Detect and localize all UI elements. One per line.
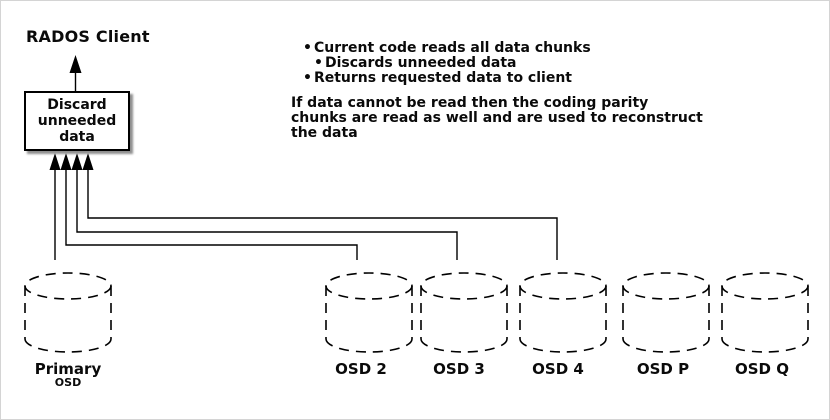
osd3-cylinder-icon (420, 272, 508, 353)
bullet-list: • Current code reads all data chunks • D… (303, 41, 591, 86)
bullet-item-2: • Discards unneeded data (303, 56, 591, 71)
bullet-icon: • (314, 55, 323, 71)
discard-box-line1: Discard (47, 97, 107, 113)
osd4-cylinder-icon (519, 272, 607, 353)
osd2-cylinder-icon (325, 272, 413, 353)
osdp-label: OSD P (636, 360, 690, 378)
bullet-icon: • (303, 70, 312, 86)
paragraph-line-2: chunks are read as well and are used to … (291, 110, 703, 126)
bullet-item-2-text: Discards unneeded data (324, 55, 517, 71)
bullet-icon: • (303, 40, 312, 56)
osdq-label: OSD Q (735, 360, 789, 378)
arrowhead-up-icon (69, 55, 82, 73)
discard-unneeded-data-box: Discard unneeded data (24, 91, 130, 151)
paragraph-line-3: the data (291, 125, 358, 141)
osd3-label: OSD 3 (433, 360, 485, 378)
arrow-osd3-to-box (71, 153, 458, 260)
arrow-osd2-to-box (60, 153, 358, 260)
parity-explanation-paragraph: If data cannot be read then the coding p… (291, 96, 703, 141)
osd4-label: OSD 4 (532, 360, 584, 378)
discard-box-line2: unneeded (37, 113, 117, 129)
paragraph-line-1: If data cannot be read then the coding p… (291, 95, 649, 111)
arrowhead-up-icon (71, 153, 83, 170)
osdp-cylinder-icon (622, 272, 710, 353)
arrow-primary-to-box (49, 153, 61, 260)
arrowhead-up-icon (49, 153, 61, 170)
bullet-item-1-text: Current code reads all data chunks (313, 40, 591, 56)
bullet-item-1: • Current code reads all data chunks (303, 41, 591, 56)
bullet-item-3-text: Returns requested data to client (313, 70, 572, 86)
primary-osd-label: Primary OSD (8, 362, 128, 389)
arrowhead-up-icon (60, 153, 72, 170)
primary-osd-cylinder-icon (24, 272, 112, 353)
bullet-item-3: • Returns requested data to client (303, 71, 591, 86)
primary-osd-label-text: Primary (34, 360, 102, 378)
osdq-cylinder-icon (721, 272, 809, 353)
primary-osd-sublabel: OSD (54, 376, 82, 389)
rados-client-label: RADOS Client (26, 27, 150, 46)
discard-box-line3: data (59, 129, 95, 145)
osd2-label: OSD 2 (335, 360, 387, 378)
arrowhead-up-icon (82, 153, 94, 170)
arrow-osd4-to-box (82, 153, 558, 260)
arrow-box-to-client (69, 55, 82, 91)
